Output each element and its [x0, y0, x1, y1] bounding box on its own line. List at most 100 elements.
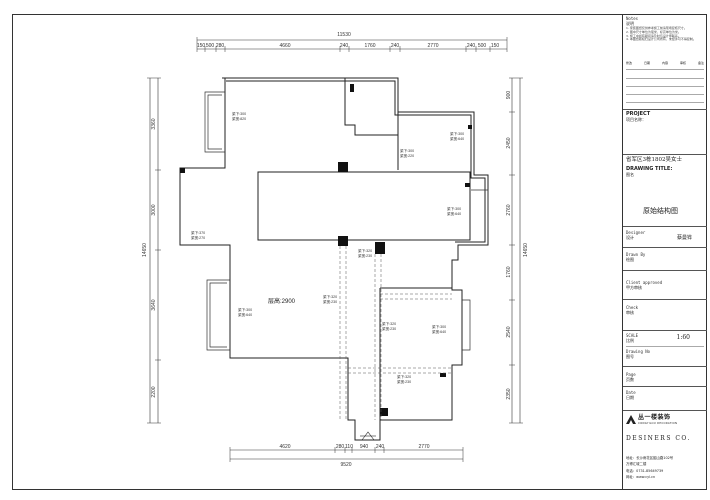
rev-col-2: 日期 [643, 61, 650, 65]
bottom-dim-6: 2770 [418, 444, 429, 450]
beam-label-4-width: 梁宽:640 [447, 211, 461, 216]
left-dim-3: 3640 [151, 299, 157, 310]
notes-subtitle: 说明 [626, 21, 634, 26]
right-total-dimension: 14650 [523, 243, 529, 257]
beam-label-10-width: 梁宽:640 [432, 329, 446, 334]
right-dim-2: 2450 [506, 137, 512, 148]
company-name: DESINERS CO. [626, 435, 691, 442]
scale-sublabel: 比例 [626, 338, 634, 343]
company-logo-en: CONGYILOU DECORATION [638, 421, 678, 425]
project-name: 省军区3栋1802吴女士 [626, 157, 682, 163]
right-dim-6: 2350 [506, 388, 512, 399]
note-3: 3. 施工中如有疑问请及时与设计师联系。 [626, 33, 681, 38]
bottom-total-dimension: 9520 [340, 462, 351, 468]
beam-label-2-depth: 梁下:300 [450, 131, 464, 136]
beam-label-3-width: 梁宽:220 [400, 153, 414, 158]
beam-label-3-depth: 梁下:300 [400, 148, 414, 153]
beam-label-4-depth: 梁下:300 [447, 206, 461, 211]
top-dim-5: 240 [340, 43, 349, 49]
bottom-dim-5: 240 [376, 444, 385, 450]
beam-lines [339, 246, 452, 420]
beam-label-9-depth: 梁下:320 [382, 321, 396, 326]
drawn-by-sublabel: 绘图 [626, 257, 634, 262]
balconies [204, 91, 489, 351]
date-label: Date [626, 390, 636, 395]
sheet-border [12, 14, 707, 490]
check-section: Check 审核 [626, 305, 704, 315]
drawn-by-section: Drawn By 绘图 [626, 252, 704, 262]
beam-label-9-width: 梁宽:230 [382, 326, 396, 331]
beam-label-10-depth: 梁下:300 [432, 324, 446, 329]
top-dim-2: 500 [206, 43, 215, 49]
client-approved-section: Client approved 甲方审核 [626, 280, 704, 290]
top-dim-11: 150 [491, 43, 500, 49]
beam-label-2-width: 梁宽:640 [450, 136, 464, 141]
page-section: Page 页数 [626, 372, 704, 382]
note-1: 1. 家装图纸仅供参考施工前请现场复核尺寸。 [626, 26, 687, 30]
client-approved-sublabel: 甲方审核 [626, 285, 642, 290]
designer-label: Designer [626, 230, 646, 235]
project-sublabel: 项目名称： [626, 117, 646, 123]
rev-col-4: 审核 [679, 61, 686, 65]
company-logo-text: 丛一楼装饰 [638, 414, 671, 421]
drawn-by-label: Drawn By [626, 252, 646, 257]
rev-col-5: 备注 [697, 61, 704, 65]
page-sublabel: 页数 [626, 377, 634, 382]
company-phone: 电话：0731-85649739 [626, 468, 664, 473]
beam-label-6-depth: 梁下:320 [358, 248, 372, 253]
title-block: Notes 说明 1. 家装图纸仅供参考施工前请现场复核尺寸。 2. 图中尺寸单… [622, 14, 707, 490]
right-dim-4: 1760 [506, 266, 512, 277]
revision-table-header: 修改 日期 内容 审核 备注 [626, 61, 704, 66]
left-total-dimension: 14650 [142, 243, 148, 257]
structural-columns [180, 84, 472, 416]
logo-mark-icon [626, 414, 636, 424]
top-total-dimension: 11530 [337, 32, 351, 38]
left-dim-1: 3360 [151, 118, 157, 129]
company-address: 地址：长沙雨花区韶山路102号 [626, 456, 674, 460]
top-dim-8: 2770 [427, 43, 438, 49]
scale-label: SCALE [626, 333, 639, 338]
right-dim-3: 2760 [506, 204, 512, 215]
scale-value: 1:60 [676, 334, 690, 341]
date-section: Date 日期 [626, 390, 704, 400]
beam-label-7-width: 梁宽:640 [238, 312, 252, 317]
bottom-dim-4: 940 [360, 444, 369, 450]
rev-col-3: 内容 [661, 61, 668, 65]
client-approved-label: Client approved [626, 280, 663, 285]
left-dim-4: 2200 [151, 386, 157, 397]
company-logo: 丛一楼装饰 CONGYILOU DECORATION [626, 414, 704, 425]
left-dim-2: 3000 [151, 204, 157, 215]
drawing-title-sublabel: 图名 [626, 172, 634, 178]
drawing-title-section: DRAWING TITLE: 图名 [626, 166, 704, 177]
rev-col-1: 修改 [626, 61, 633, 65]
entry-stairs [360, 431, 376, 441]
check-label: Check [626, 305, 639, 310]
check-sublabel: 审核 [626, 310, 634, 315]
drawing-no-sublabel: 图号 [626, 354, 634, 359]
beam-label-7-depth: 梁下:300 [238, 307, 252, 312]
beam-label-5-width: 梁宽:270 [191, 235, 205, 240]
drawing-no-label: Drawing No [626, 349, 651, 354]
note-2: 2. 图中尺寸单位为毫米，标高单位为米。 [626, 29, 681, 34]
beam-label-1-width: 梁宽:820 [232, 116, 246, 121]
top-dim-9: 240 [467, 43, 476, 49]
floor-plan-drawing: 11530 150 500 280 4660 240 1760 240 2770… [142, 32, 529, 468]
drawing-title: 原始结构图 [643, 207, 678, 215]
notes-title: Notes [626, 16, 639, 21]
date-sublabel: 日期 [626, 395, 634, 400]
bottom-dim-2: 280 [336, 444, 345, 450]
beam-label-5-depth: 梁下:370 [191, 230, 205, 235]
drawing-title-label: DRAWING TITLE: [626, 166, 673, 172]
bottom-dim-1: 4620 [279, 444, 290, 450]
company-contact: 地址：长沙雨花区韶山路102号 万博汇城二楼 电话：0731-85649739 … [626, 455, 704, 481]
drawing-no-section: Drawing No 图号 [626, 349, 704, 359]
beam-label-1-depth: 梁下:300 [232, 111, 246, 116]
beam-label-8-depth: 梁下:320 [323, 294, 337, 299]
beam-label-11-width: 梁宽:230 [397, 379, 411, 384]
right-dim-1: 900 [506, 91, 512, 100]
designer-sublabel: 设计 [626, 235, 634, 240]
ceiling-height-label: 层高:2900 [268, 297, 296, 305]
scale-section: SCALE 比例 1:60 [626, 333, 704, 343]
top-dim-4: 4660 [279, 43, 290, 49]
